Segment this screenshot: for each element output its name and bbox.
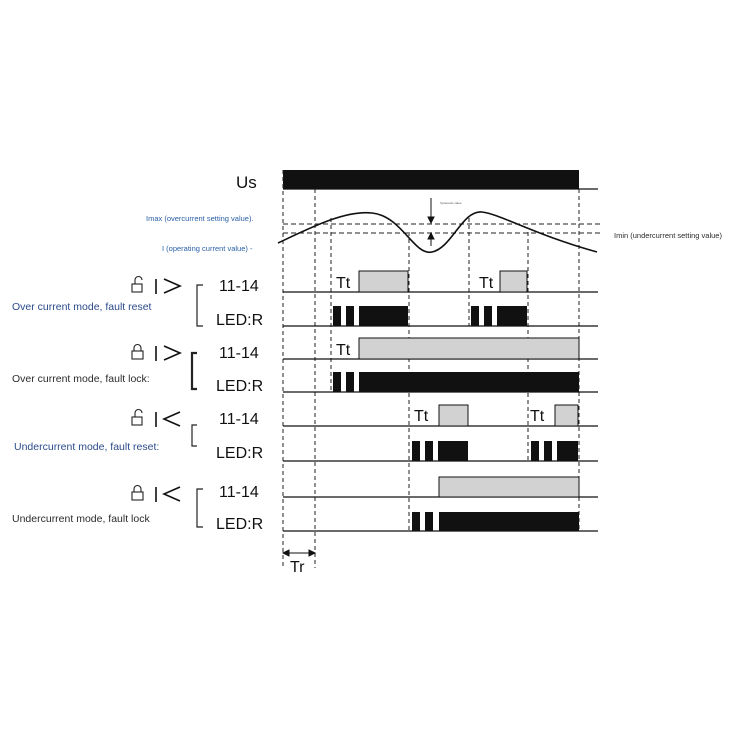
relay-active-block bbox=[438, 404, 469, 427]
locked-padlock-icon bbox=[131, 343, 144, 360]
relay-active-block bbox=[358, 337, 580, 360]
tt-label: Tt bbox=[530, 408, 545, 425]
undercurrent-symbol bbox=[155, 411, 181, 427]
mode-1-bracket bbox=[196, 284, 203, 327]
undercurrent-symbol bbox=[155, 486, 181, 502]
overcurrent-symbol bbox=[155, 278, 182, 294]
imax-label: Imax (overcurrent setting value). bbox=[146, 214, 254, 223]
contact-label: 11-14 bbox=[219, 345, 259, 362]
tt-label: Tt bbox=[336, 275, 351, 292]
mode-2-group: Over current mode, fault lock: 11-14 Tt … bbox=[12, 337, 598, 395]
overcurrent-symbol bbox=[155, 345, 182, 361]
mode-2-bracket bbox=[190, 351, 197, 391]
contact-label: 11-14 bbox=[219, 484, 259, 501]
hysteresis-arrow bbox=[427, 198, 435, 246]
i-label: I (operating current value) - bbox=[162, 244, 253, 253]
tr-dimension bbox=[281, 549, 317, 557]
tt-label: Tt bbox=[336, 342, 351, 359]
unlocked-padlock-icon bbox=[131, 275, 143, 293]
led-blink-pulses bbox=[333, 372, 579, 392]
time-guide-lines bbox=[282, 170, 580, 568]
led-blink-pulses bbox=[412, 512, 579, 531]
mode-3-name: Undercurrent mode, fault reset: bbox=[14, 441, 159, 453]
led-label: LED:R bbox=[216, 445, 263, 462]
contact-label: 11-14 bbox=[219, 278, 259, 295]
tr-label: Tr bbox=[290, 559, 305, 576]
mode-2-name: Over current mode, fault lock: bbox=[12, 373, 150, 385]
imin-label: Imin (undercurrent setting value) bbox=[614, 231, 722, 240]
threshold-lines bbox=[283, 223, 600, 234]
led-blink-pulses bbox=[333, 306, 527, 326]
us-on-bar bbox=[283, 170, 579, 189]
led-label: LED:R bbox=[216, 516, 263, 533]
tt-label: Tt bbox=[479, 275, 494, 292]
mode-4-group: Undercurrent mode, fault lock 11-14 LED:… bbox=[12, 476, 598, 533]
led-blink-pulses bbox=[412, 441, 578, 461]
mode-1-name: Over current mode, fault reset bbox=[12, 301, 152, 313]
led-label: LED:R bbox=[216, 378, 263, 395]
mode-3-bracket bbox=[191, 424, 197, 447]
contact-label: 11-14 bbox=[219, 411, 259, 428]
mode-4-name: Undercurrent mode, fault lock bbox=[12, 513, 150, 525]
led-label: LED:R bbox=[216, 312, 263, 329]
tt-label: Tt bbox=[414, 408, 429, 425]
relay-active-block bbox=[358, 270, 409, 293]
mode-3-group: Undercurrent mode, fault reset: 11-14 Tt… bbox=[14, 404, 598, 462]
hysteresis-label: hysteresis value bbox=[440, 201, 462, 205]
relay-active-block bbox=[499, 270, 528, 293]
mode-4-bracket bbox=[196, 488, 203, 528]
us-label: Us bbox=[236, 173, 257, 192]
unlocked-padlock-icon bbox=[131, 408, 143, 426]
current-curve bbox=[277, 211, 598, 253]
mode-1-group: Over current mode, fault reset 11-14 Tt … bbox=[12, 270, 598, 329]
relay-active-block bbox=[438, 476, 580, 498]
us-signal bbox=[283, 170, 598, 190]
relay-active-block bbox=[554, 404, 579, 427]
locked-padlock-icon bbox=[131, 484, 144, 501]
